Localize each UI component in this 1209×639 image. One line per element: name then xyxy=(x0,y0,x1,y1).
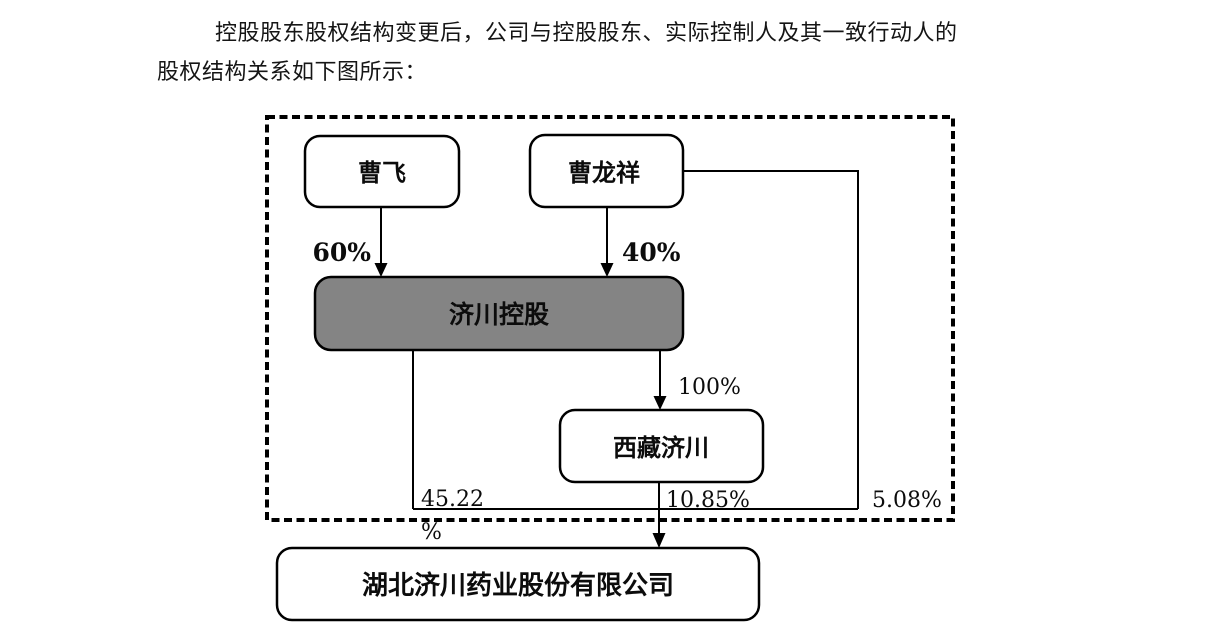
edge-label-10-85pct: 10.85% xyxy=(666,488,750,513)
node-xizang-jichuan-label: 西藏济川 xyxy=(613,433,709,462)
paragraph-line-1: 控股股东股权结构变更后，公司与控股股东、实际控制人及其一致行动人的 xyxy=(215,21,958,46)
paragraph-line-2: 股权结构关系如下图所示： xyxy=(157,60,428,85)
arrowhead-down-icon xyxy=(600,263,614,277)
node-cao-fei xyxy=(303,134,461,209)
node-company-label: 湖北济川药业股份有限公司 xyxy=(362,571,674,601)
arrowhead-down-icon xyxy=(652,533,666,548)
node-jichuan-holdings-label: 济川控股 xyxy=(449,300,549,329)
node-cao-longxiang-label: 曹龙祥 xyxy=(568,158,640,187)
dashed-group-boundary xyxy=(265,115,955,522)
node-xizang-jichuan xyxy=(558,408,765,484)
edge-label-45-22-pct-sign: % xyxy=(421,520,442,545)
node-jichuan-holdings xyxy=(313,275,685,352)
edge-label-40pct: 40% xyxy=(622,238,681,267)
edge-label-45-22: 45.22 xyxy=(421,487,484,512)
node-cao-longxiang xyxy=(528,133,685,209)
arrowhead-down-icon xyxy=(653,396,667,410)
edge-caolongxiang-to-company-line xyxy=(683,170,859,509)
node-company xyxy=(275,546,761,622)
edge-label-5-08pct: 5.08% xyxy=(872,488,942,513)
arrowhead-down-icon xyxy=(374,263,388,277)
edge-label-100pct: 100% xyxy=(678,375,741,400)
edge-label-60pct: 60% xyxy=(312,238,371,267)
node-cao-fei-label: 曹飞 xyxy=(358,158,406,187)
